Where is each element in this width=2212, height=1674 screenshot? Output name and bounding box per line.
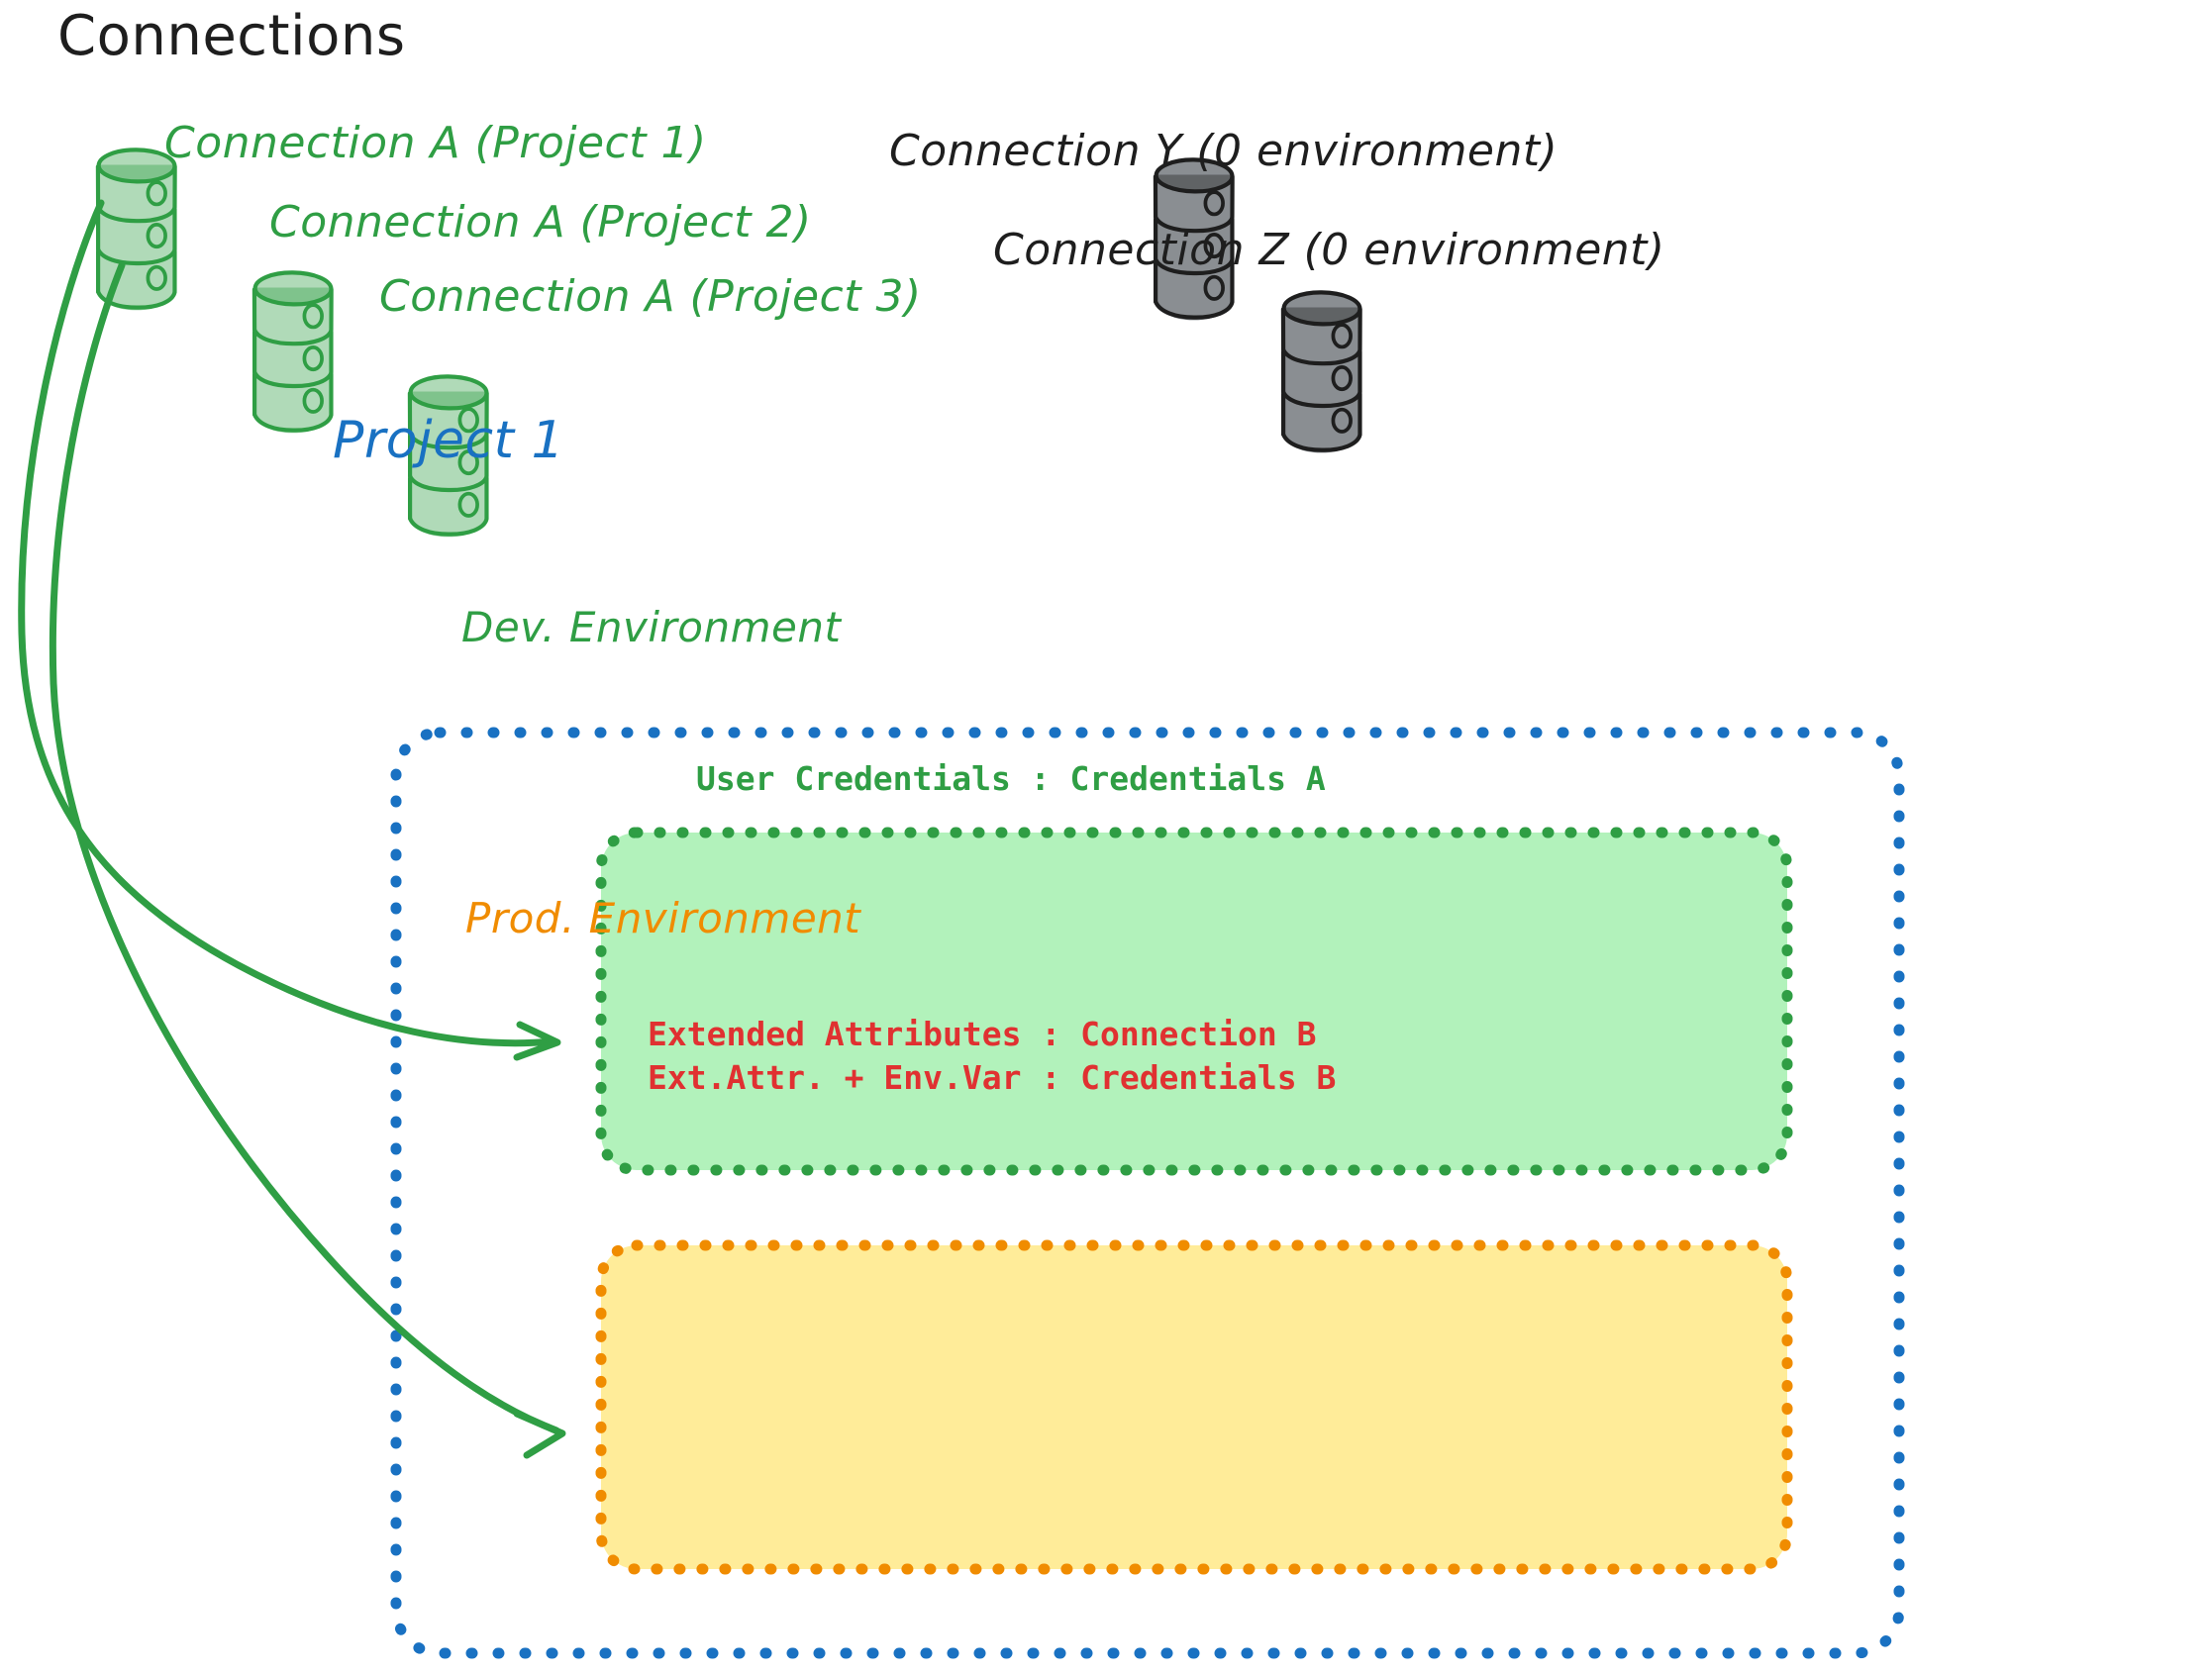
arrow-connection-a-to-prod-environment xyxy=(49,261,566,1459)
prod-row-ext-attr-env-var: Ext.Attr. + Env.Var : Credentials B xyxy=(648,1057,1337,1097)
database-cylinder-icon-connection-a-project-2 xyxy=(254,272,332,434)
database-cylinder-icon-connection-z xyxy=(1283,292,1360,453)
arrow-connection-a-to-dev-environment xyxy=(18,199,561,1061)
database-cylinder-icon-connection-y xyxy=(1156,159,1233,321)
database-cylinder-icon-connection-a-project-3 xyxy=(410,376,487,538)
dev-environment-box xyxy=(595,827,1793,1176)
dev-environment-row-user-credentials: User Credentials : Credentials A xyxy=(696,759,1326,798)
project-1-container xyxy=(390,727,1905,1659)
prod-row-extended-attributes: Extended Attributes : Connection B xyxy=(648,1015,1317,1053)
prod-environment-box xyxy=(595,1239,1793,1575)
prod-environment-rows: Extended Attributes : Connection B Ext.At… xyxy=(648,1013,1336,1099)
database-cylinder-icon-connection-a-project-1 xyxy=(98,149,175,311)
